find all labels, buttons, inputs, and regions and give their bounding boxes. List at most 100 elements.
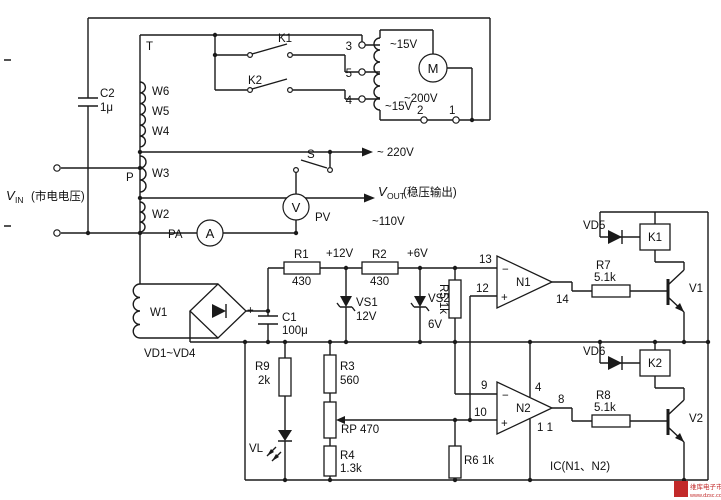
k2-relay-label: K2 xyxy=(648,358,662,370)
n1-minus: − xyxy=(502,264,509,276)
voltmeter xyxy=(282,193,310,221)
zener-vs1 xyxy=(336,296,356,312)
r8-value: 5.1k xyxy=(594,402,616,414)
vin-symbol: V xyxy=(6,188,16,203)
resistor-r7 xyxy=(591,284,631,298)
r4-value: 1.3k xyxy=(340,463,362,475)
resistor-r3 xyxy=(323,354,337,394)
v200-label: ~200V xyxy=(404,93,438,105)
vout-symbol: V xyxy=(378,184,388,199)
r9-label: R9 xyxy=(255,361,270,373)
watermark-logo xyxy=(674,481,688,497)
w4-label: W4 xyxy=(152,126,170,138)
r4-label: R4 xyxy=(340,450,355,462)
rp-label: RP 470 xyxy=(341,424,379,436)
pv-label: PV xyxy=(315,212,331,224)
resistor-r9 xyxy=(278,357,292,397)
pa-label: PA xyxy=(168,229,183,241)
led-vl xyxy=(266,430,292,462)
pin11-label: 1 1 xyxy=(537,422,553,434)
v15-top-label: ~15V xyxy=(390,39,418,51)
v15-bottom-label: ~15V xyxy=(385,101,413,113)
bridge-rectifier xyxy=(189,283,247,339)
r1-value: 430 xyxy=(292,276,311,288)
voltmeter-label: V xyxy=(292,200,301,215)
tap1-label: 1 xyxy=(449,105,455,117)
zener-vs2 xyxy=(410,296,430,312)
c1-label: C1 xyxy=(282,312,297,324)
r7-label: R7 xyxy=(596,260,611,272)
resistor-r4 xyxy=(323,445,337,477)
wires-control-section xyxy=(140,211,709,481)
ic-label: IC(N1、N2) xyxy=(550,461,610,473)
transistor-v1 xyxy=(666,279,684,312)
pin4-label: 4 xyxy=(535,382,542,394)
tap3-label: 3 xyxy=(346,41,352,53)
v1-label: V1 xyxy=(689,283,703,295)
v110-label: ~110V xyxy=(372,216,405,228)
s-switch-label: S xyxy=(307,149,315,161)
r3-value: 560 xyxy=(340,375,359,387)
r9-value: 2k xyxy=(258,375,270,387)
r2-label: R2 xyxy=(372,249,387,261)
bridge-label: VD1~VD4 xyxy=(144,348,196,360)
w2-label: W2 xyxy=(152,209,169,221)
watermark-site-url: www.dzsc.com xyxy=(689,493,721,499)
vin-subscript: IN xyxy=(15,195,24,205)
tap2-label: 2 xyxy=(417,105,423,117)
diode-vd5 xyxy=(608,230,623,244)
vs1-label: VS1 xyxy=(356,297,378,309)
w5-label: W5 xyxy=(152,106,169,118)
vs2-label: VS2 xyxy=(428,293,450,305)
resistor-r1 xyxy=(283,261,321,275)
r6-label: R6 1k xyxy=(464,455,494,467)
relay-k2-box xyxy=(639,349,671,377)
terminals xyxy=(53,41,460,237)
pin12-label: 12 xyxy=(476,283,489,295)
tap4-label: 4 xyxy=(346,95,353,107)
diode-vd6 xyxy=(608,356,623,370)
v220-label: ~ 220V xyxy=(377,147,414,159)
wires-top-section xyxy=(4,17,491,284)
resistor-r2 xyxy=(361,261,399,275)
k1-relay-label: K1 xyxy=(648,232,662,244)
p-tap-label: P xyxy=(126,172,134,184)
n1-label: N1 xyxy=(516,277,531,289)
c1-polarity: + xyxy=(247,305,254,317)
k1-switch-label: K1 xyxy=(278,33,292,45)
resistor-r5 xyxy=(448,279,462,319)
motor xyxy=(418,53,448,83)
pin9-label: 9 xyxy=(481,380,487,392)
relay-k1-box xyxy=(639,223,671,251)
junction-dots xyxy=(85,32,711,483)
v2-label: V2 xyxy=(689,413,703,425)
tap5-label: 5 xyxy=(346,68,352,80)
vd6-label: VD6 xyxy=(583,346,605,358)
resistor-r6 xyxy=(448,445,462,479)
variac-coil xyxy=(373,37,381,111)
watermark-site-name: 维库电子市场网 xyxy=(690,482,721,491)
vout-caption: (稳压输出) xyxy=(403,185,457,199)
labels: T K1 K2 3 5 4 ~15V ~15V M ~200V 2 1 C2 1… xyxy=(6,33,703,475)
r1-label: R1 xyxy=(294,249,309,261)
k2-switch-label: K2 xyxy=(248,75,262,87)
rail-6v-label: +6V xyxy=(407,248,428,260)
vd5-label: VD5 xyxy=(583,220,605,232)
pin13-label: 13 xyxy=(479,254,492,266)
n2-minus: − xyxy=(502,390,509,402)
pin8-label: 8 xyxy=(558,394,564,406)
ammeter xyxy=(196,219,224,247)
pin10-label: 10 xyxy=(474,407,487,419)
r2-value: 430 xyxy=(370,276,389,288)
n1-plus: + xyxy=(501,292,508,304)
transformer-winding-arcs xyxy=(132,81,147,339)
r5-label: R5 1k xyxy=(437,284,449,314)
r3-label: R3 xyxy=(340,361,355,373)
w6-label: W6 xyxy=(152,86,169,98)
c2-label: C2 xyxy=(100,88,115,100)
vin-caption: (市电电压) xyxy=(31,189,85,203)
c1-value: 100μ xyxy=(282,325,308,337)
w3-label: W3 xyxy=(152,168,169,180)
